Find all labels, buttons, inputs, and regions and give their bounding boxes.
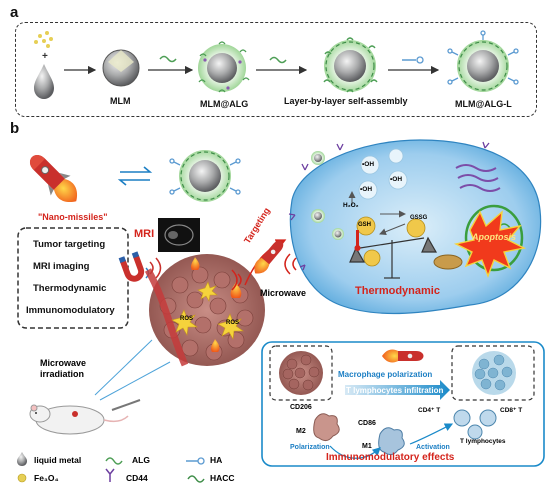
feature-tumor-targeting: Tumor targeting [33,239,106,250]
legend-liquid-metal: liquid metal [34,455,82,465]
ros-label-2: ROS [226,320,240,326]
t-lymphocytes-label: T lymphocytes [460,438,506,445]
microwave-irradiation-label: Microwave irradiation [40,358,87,379]
cd206-label: CD206 [290,404,312,411]
magnet-icon [118,251,145,282]
ros-label-1: ROS [180,316,194,322]
mouse-icon [29,399,141,435]
cd86-label: CD86 [358,420,376,427]
oh-label-1: •OH [362,161,375,168]
polarization-label: Polarization [290,444,330,451]
cd4-label: CD4⁺ T [418,407,441,414]
m2-label: M2 [296,428,306,435]
step-label-mlm-alg: MLM@ALG [200,99,249,109]
step-label-lbl: Layer-by-layer self-assembly [284,96,408,106]
step-label-mlm: MLM [110,96,131,106]
legend-fe3o4: Fe₃O₄ [34,473,59,483]
gssg-label: GSSG [410,215,428,221]
step-label-mlm-alg-l: MLM@ALG-L [455,99,512,109]
legend-ha: HA [210,455,223,465]
fe3o4-dots [34,31,53,48]
rocket-icon [29,154,77,202]
feature-mri-imaging: MRI imaging [33,261,90,272]
legend-alg: ALG [132,455,150,465]
panel-a-letter: a [10,4,19,21]
svg-text:+: + [42,51,48,62]
microwave-label: Microwave [260,288,307,298]
feature-thermodynamic: Thermodynamic [33,283,107,294]
legend-cd44: CD44 [126,473,148,483]
h2o2-label: H₂O₂ [343,202,359,209]
feature-immunomodulatory: Immunomodulatory [26,305,115,316]
apoptosis-burst [453,210,527,278]
liquid-metal-droplet [34,64,54,99]
thermodynamic-label: Thermodynamic [355,285,440,297]
immunomodulatory-effects-title: Immunomodulatory effects [326,452,455,463]
m1-label: M1 [362,443,372,450]
oh-label-2: •OH [390,176,403,183]
nano-missiles-label: "Nano-missiles" [38,212,108,222]
panel-a-box [15,22,537,117]
panel-a-scheme: + [34,30,519,99]
panel-b-letter: b [10,120,20,137]
apoptosis-label: Apoptosis [472,232,516,242]
cd8-label: CD8⁺ T [500,407,523,414]
oh-label-3: •OH [360,186,373,193]
t-infiltration-label: T lymphocytes infiltration [346,386,444,395]
macrophage-polarization-label: Macrophage polarization [338,370,433,379]
ros-burst [171,281,244,340]
gsh-label: GSH [358,222,372,228]
activation-label: Activation [416,444,450,451]
mri-label: MRI [134,228,155,240]
legend-hacc: HACC [210,473,235,483]
